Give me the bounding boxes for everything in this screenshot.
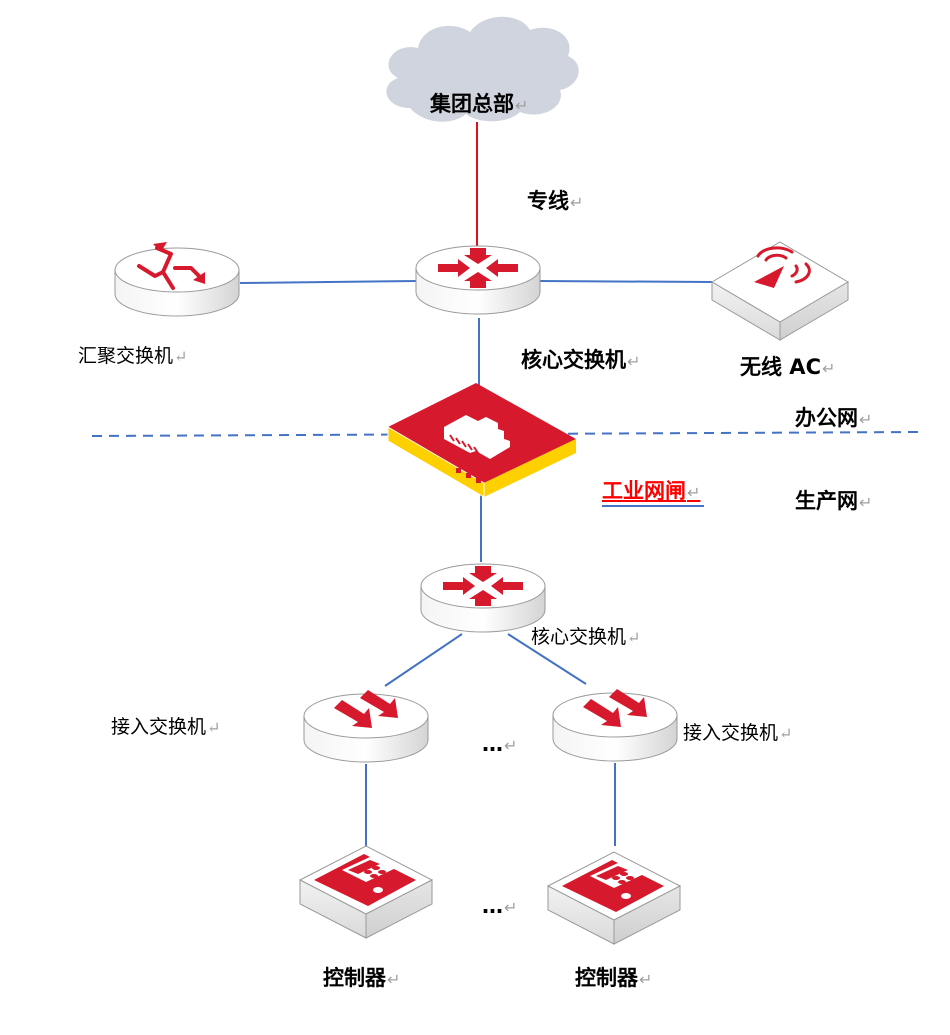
controller-ellipsis: …↵	[482, 894, 518, 918]
industrial-gateway-icon	[387, 383, 576, 498]
office-zone-label: 办公网↵	[795, 406, 873, 430]
link-core-wireless-ac	[537, 280, 713, 283]
access-switch-left-label: 接入交换机↵	[111, 716, 221, 738]
core-switch-prod-label: 核心交换机↵	[531, 626, 641, 648]
link-core-prod-access-left	[384, 633, 463, 687]
leased-line-label: 专线↵	[527, 189, 584, 213]
controller-left-label: 控制器↵	[323, 966, 401, 990]
controller-right-icon	[546, 851, 682, 945]
gateway-label-underline	[602, 505, 704, 507]
controller-right-label: 控制器↵	[575, 966, 653, 990]
core-switch-office-label: 核心交换机↵	[521, 348, 641, 372]
link-aggregation-core	[239, 280, 419, 284]
production-zone-label: 生产网↵	[795, 489, 873, 513]
core-switch-prod-icon	[420, 563, 546, 633]
access-switch-right-label: 接入交换机↵	[683, 722, 793, 744]
aggregation-switch-label: 汇聚交换机↵	[78, 345, 188, 367]
hq-label: 集团总部↵	[430, 92, 529, 116]
aggregation-switch-icon	[114, 240, 240, 317]
industrial-gateway-label: 工业网闸↵	[602, 479, 701, 503]
controller-left-icon	[298, 845, 434, 939]
core-switch-office-icon	[415, 245, 541, 315]
wireless-ac-label: 无线 AC↵	[740, 355, 836, 379]
access-switch-left-icon	[303, 690, 429, 763]
link-core-prod-access-right	[507, 633, 587, 685]
cloud-icon	[386, 16, 579, 122]
access-switch-right-icon	[552, 689, 678, 762]
wireless-ac-icon	[711, 241, 849, 341]
access-ellipsis: …↵	[482, 732, 518, 756]
